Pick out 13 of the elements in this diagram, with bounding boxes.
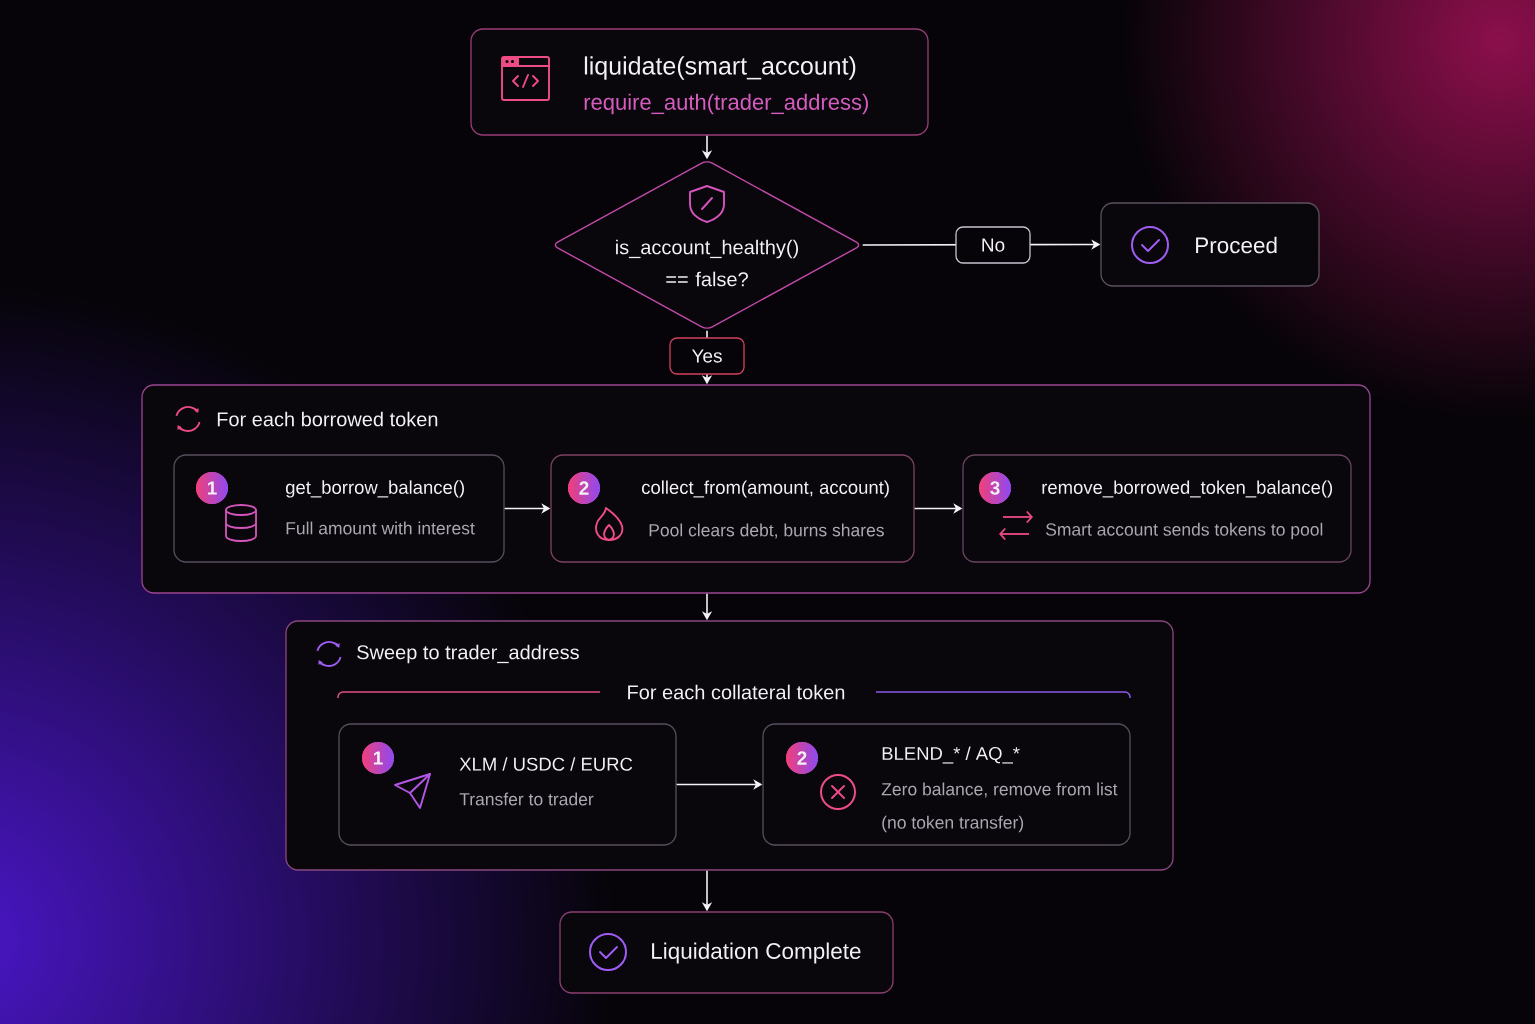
step-number: 2	[579, 481, 589, 495]
panel-heading: Sweep to trader_address	[357, 644, 579, 664]
result-box: Liquidation Complete	[559, 911, 894, 994]
edge-label: No	[955, 226, 1031, 264]
result-box: Proceed	[1100, 202, 1320, 287]
step-number: 1	[207, 481, 217, 495]
function-box: liquidate(smart_account) require_auth(trader_address)	[470, 28, 929, 136]
edge-label: Yes	[669, 337, 745, 375]
panel-heading: For each borrowed token	[217, 411, 438, 427]
step-number: 2	[797, 751, 807, 765]
section-label: For each collateral token	[628, 684, 845, 700]
step-number: 1	[373, 751, 383, 765]
step-number: 3	[990, 481, 1000, 495]
